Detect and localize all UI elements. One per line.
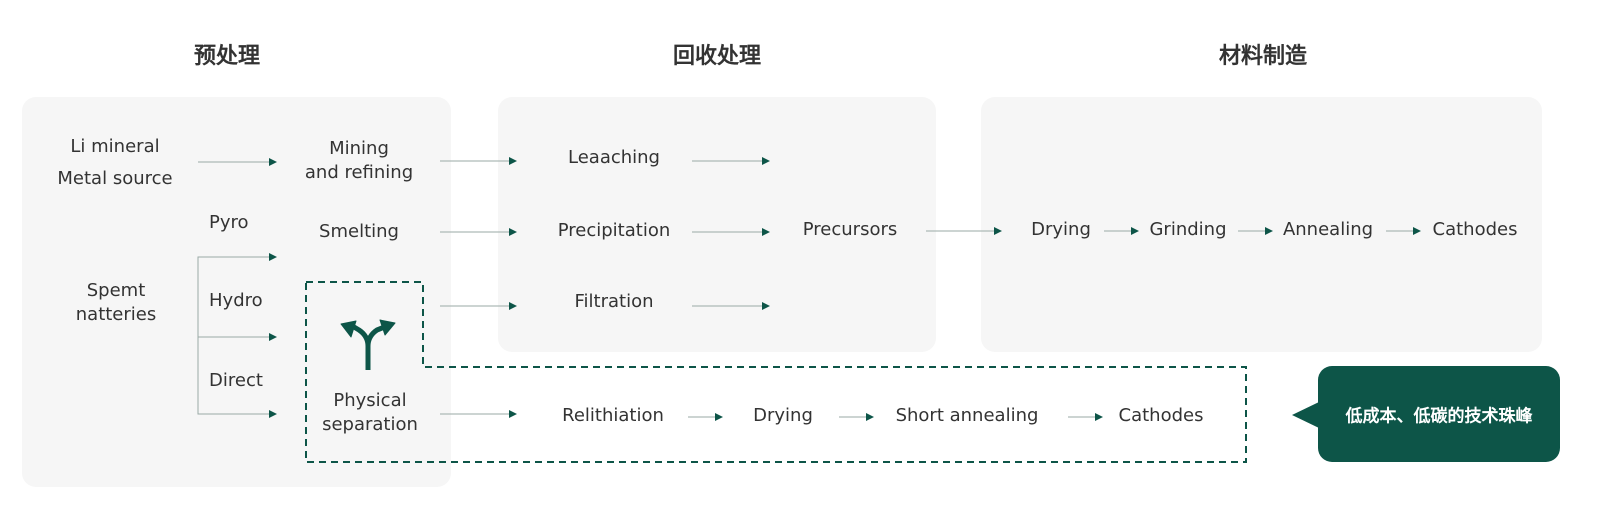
source-spent-line1: Spemt xyxy=(86,280,146,301)
step-physical-line2: separation xyxy=(322,414,418,435)
step-drying: Drying xyxy=(1031,219,1091,240)
step-precursors: Precursors xyxy=(802,219,898,240)
direct-route-dashed-outline xyxy=(305,281,1247,463)
fork-arrow-icon xyxy=(340,319,396,370)
route-pyro: Pyro xyxy=(209,212,249,233)
route-bracket xyxy=(197,256,277,418)
step-mining-line1: Mining xyxy=(329,138,389,159)
header-pretreatment: 预处理 xyxy=(193,44,261,69)
step-direct-drying: Drying xyxy=(753,405,813,426)
step-relithiation: Relithiation xyxy=(562,405,664,426)
source-spent-line2: natteries xyxy=(75,304,157,325)
step-annealing: Annealing xyxy=(1282,219,1374,240)
step-short-annealing: Short annealing xyxy=(895,405,1039,426)
source-li-mineral: Li mineral xyxy=(70,136,160,157)
callout-text: 低成本、低碳的技术珠峰 xyxy=(1345,406,1533,427)
source-metal: Metal source xyxy=(57,168,173,189)
step-cathodes: Cathodes xyxy=(1432,219,1518,240)
step-physical-line1: Physical xyxy=(333,390,407,411)
manufacturing-panel xyxy=(981,97,1542,352)
callout-pointer xyxy=(1292,402,1319,428)
recycling-panel xyxy=(498,97,936,352)
step-direct-cathodes: Cathodes xyxy=(1118,405,1204,426)
route-direct: Direct xyxy=(209,370,263,391)
step-precipitation: Precipitation xyxy=(557,220,671,241)
header-recycling: 回收处理 xyxy=(672,44,762,69)
step-mining-line2: and refining xyxy=(304,162,414,183)
route-hydro: Hydro xyxy=(209,290,263,311)
step-grinding: Grinding xyxy=(1149,219,1227,240)
step-filtration: Filtration xyxy=(574,291,654,312)
step-leaching: Leaaching xyxy=(568,147,660,168)
step-smelting: Smelting xyxy=(319,221,399,242)
callout-box xyxy=(1318,366,1560,462)
header-manufacturing: 材料制造 xyxy=(1218,44,1308,69)
